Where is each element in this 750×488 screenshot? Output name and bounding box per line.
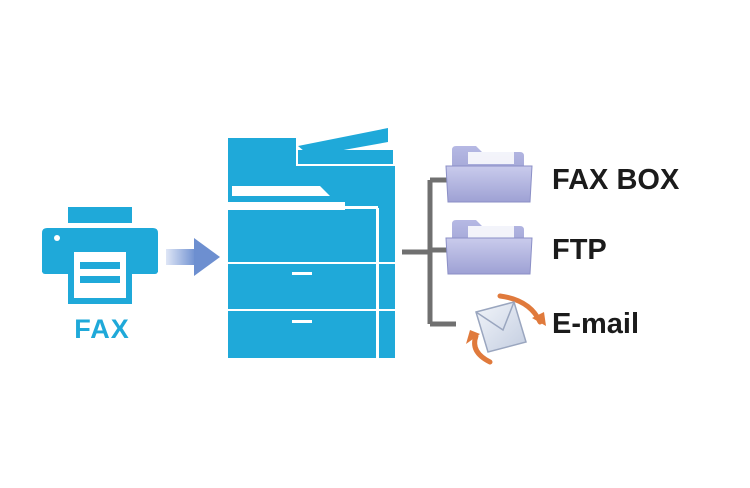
folder-icon [445,220,533,275]
fax-machine-icon [42,207,158,304]
fax-label: FAX [74,314,130,344]
multifunction-printer-icon [228,128,395,358]
input-arrow-icon [166,238,220,276]
folder-icon [445,146,533,203]
destination-label-email: E-mail [552,308,640,340]
destination-label-fax-box: FAX BOX [552,164,680,196]
envelope-cycle-icon [466,293,546,365]
destination-label-ftp: FTP [552,234,607,266]
